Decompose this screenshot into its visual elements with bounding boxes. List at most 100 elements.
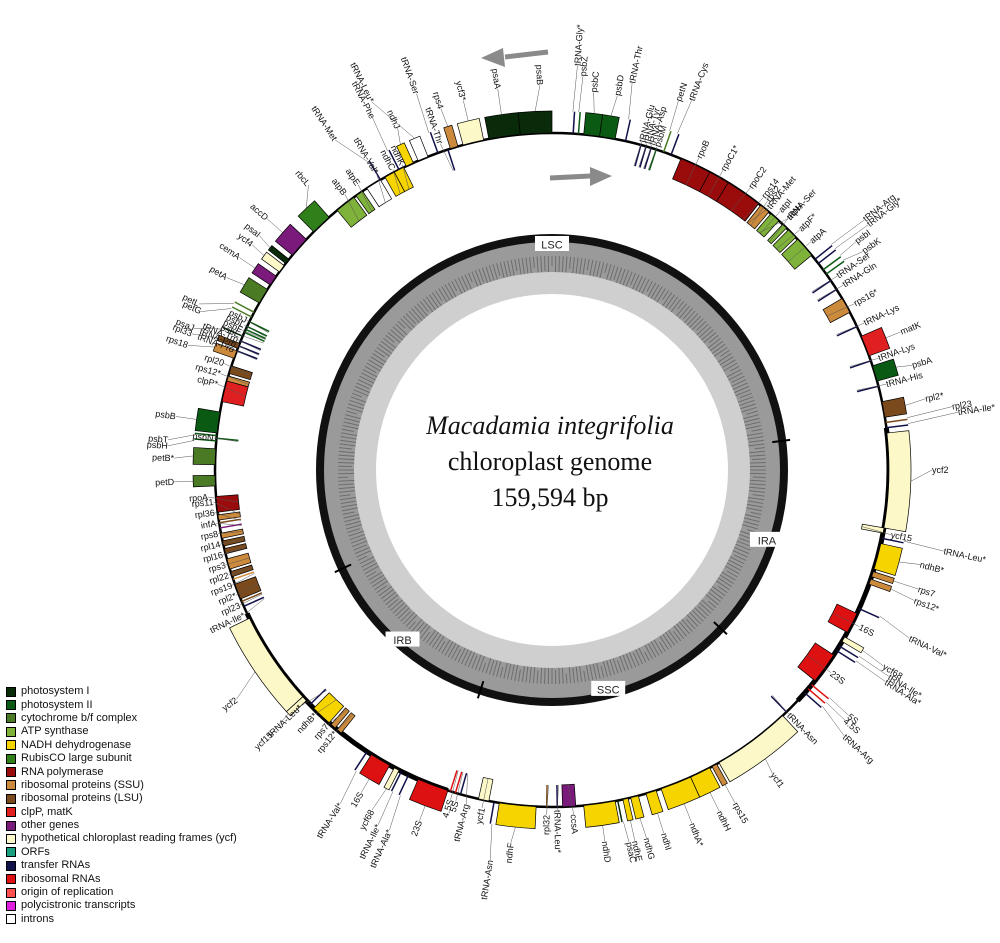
gene-leader-line bbox=[233, 349, 257, 361]
gene-leader-line bbox=[315, 699, 337, 715]
gene-label: psaA bbox=[490, 68, 503, 90]
gene-label: rpl32 bbox=[541, 815, 551, 835]
gene-label: accD bbox=[248, 201, 270, 222]
gene-block bbox=[408, 135, 429, 162]
gene-tick bbox=[240, 340, 262, 351]
gc-spike bbox=[400, 318, 415, 333]
gene-label: tRNA-Cys bbox=[687, 61, 711, 102]
gc-spike bbox=[380, 340, 395, 352]
gene-leader-line bbox=[895, 365, 913, 368]
gene-label: rpoB bbox=[694, 138, 711, 159]
gene-block bbox=[261, 251, 285, 273]
gene-label: psbB bbox=[155, 409, 177, 422]
gc-spike bbox=[750, 511, 762, 515]
gene-leader-line bbox=[242, 329, 266, 340]
gene-tick bbox=[489, 801, 495, 824]
gc-spike bbox=[674, 303, 688, 319]
legend-swatch bbox=[6, 833, 16, 844]
gc-spike bbox=[739, 403, 756, 410]
gc-spike bbox=[414, 305, 427, 321]
gene-leader-line bbox=[340, 770, 357, 804]
gc-spike bbox=[730, 365, 740, 372]
gene-tick bbox=[804, 692, 822, 708]
gene-leader-line bbox=[647, 146, 658, 171]
gene-block bbox=[192, 447, 217, 466]
gene-leader-line bbox=[305, 184, 309, 209]
gene-leader-line bbox=[630, 820, 636, 841]
gene-leader-line bbox=[769, 218, 789, 243]
gene-block bbox=[672, 158, 711, 193]
gc-spike bbox=[544, 665, 546, 684]
gene-block bbox=[881, 396, 907, 418]
gene-tick bbox=[459, 772, 468, 795]
gene-leader-line bbox=[907, 406, 953, 418]
gc-spike bbox=[682, 308, 693, 320]
gc-spike bbox=[621, 270, 630, 288]
gene-label: rpoA bbox=[189, 492, 209, 503]
region-boundary-tick bbox=[772, 438, 791, 444]
gene-leader-line bbox=[214, 512, 242, 521]
gene-label: ycf1 bbox=[474, 807, 487, 825]
gene-label: ndhH bbox=[715, 809, 733, 833]
gene-leader-line bbox=[831, 219, 865, 245]
gc-spike bbox=[561, 664, 564, 684]
gene-block bbox=[517, 110, 553, 135]
gene-leader-line bbox=[623, 821, 630, 843]
outer-arrow-head bbox=[481, 48, 505, 67]
gene-label: rps11 bbox=[191, 497, 214, 509]
gene-tick bbox=[886, 424, 909, 429]
gene-block bbox=[883, 430, 912, 533]
gene-leader-line bbox=[788, 241, 811, 262]
gene-tick bbox=[245, 328, 267, 340]
legend-swatch bbox=[6, 887, 16, 898]
gc-spike bbox=[739, 392, 752, 399]
gc-spike bbox=[673, 631, 682, 642]
gc-spike bbox=[370, 356, 386, 367]
legend-item: transfer RNAs bbox=[6, 859, 336, 872]
gene-leader-line bbox=[905, 398, 926, 406]
gene-leader-line bbox=[903, 540, 944, 552]
gene-leader-line bbox=[855, 660, 886, 682]
gc-spike bbox=[344, 417, 361, 423]
gene-leader-line bbox=[633, 141, 642, 166]
gene-block bbox=[599, 114, 620, 140]
gene-block bbox=[267, 245, 290, 264]
gene-tick bbox=[232, 571, 255, 580]
gene-leader-line bbox=[638, 143, 648, 168]
gc-spike bbox=[461, 275, 469, 290]
gene-leader-line bbox=[187, 345, 215, 348]
gene-block bbox=[583, 800, 620, 828]
gc-spike bbox=[357, 555, 368, 561]
gc-spike bbox=[616, 659, 623, 673]
gene-label: 5S bbox=[448, 800, 461, 813]
gene-block bbox=[718, 715, 799, 783]
gene-leader-line bbox=[825, 701, 845, 721]
gc-spike bbox=[444, 284, 454, 299]
gc-spike bbox=[387, 598, 399, 608]
gc-spike bbox=[356, 548, 375, 558]
gc-spike bbox=[356, 382, 370, 390]
gene-leader-line bbox=[836, 322, 865, 335]
gene-leader-line bbox=[639, 817, 647, 839]
gene-leader-line bbox=[463, 100, 469, 121]
gc-spike bbox=[723, 369, 742, 379]
region-label-text: IRB bbox=[393, 635, 411, 647]
gc-spike bbox=[604, 263, 608, 274]
gene-leader-line bbox=[669, 100, 679, 131]
gene-leader-line bbox=[344, 193, 360, 222]
gene-label: tRNA-Ser bbox=[399, 56, 421, 96]
gene-label: tRNA-Gly* bbox=[572, 24, 585, 67]
gene-label: ndhD bbox=[600, 841, 613, 864]
gc-spike bbox=[708, 592, 721, 603]
gene-leader-line bbox=[817, 284, 844, 301]
gene-label: rpl16 bbox=[202, 550, 224, 565]
gene-label: rpoC1* bbox=[719, 143, 742, 173]
gc-spike bbox=[405, 313, 416, 325]
gc-spike bbox=[340, 436, 358, 440]
gene-leader-line bbox=[208, 496, 239, 503]
gene-leader-line bbox=[440, 143, 454, 171]
gene-tick bbox=[231, 306, 253, 318]
gene-leader-line bbox=[450, 770, 459, 800]
gc-spike bbox=[507, 663, 512, 680]
